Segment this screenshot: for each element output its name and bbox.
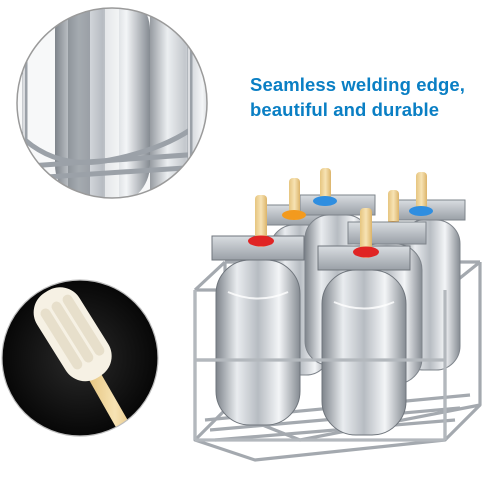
popsicle-closeup-circle [1,279,159,437]
caption-line-2: beautiful and durable [250,99,440,120]
mold-front-left [211,235,305,426]
feature-caption: Seamless welding edge, beautiful and dur… [250,72,490,122]
popsicle-mold-rack [193,168,482,462]
caption-line-1: Seamless welding edge, [250,74,466,95]
